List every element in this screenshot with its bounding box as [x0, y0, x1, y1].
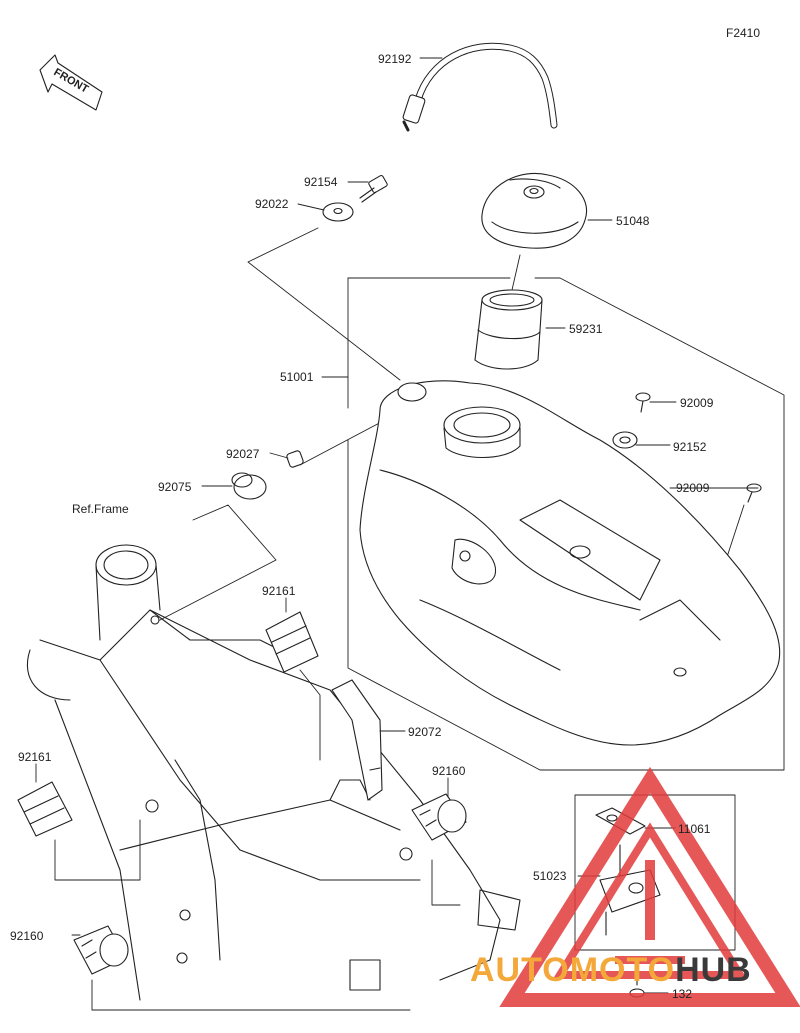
callout-132: 132 [672, 987, 693, 1001]
callout-92161-a: 92161 [262, 584, 296, 598]
callout-51023: 51023 [533, 869, 567, 883]
ref-frame-label: Ref.Frame [72, 502, 129, 516]
figure-code: F2410 [726, 26, 761, 40]
callout-11061: 11061 [678, 822, 711, 836]
callout-92027: 92027 [226, 447, 260, 461]
callout-92075: 92075 [158, 480, 192, 494]
damper-92161-b [17, 781, 73, 837]
band-92072 [331, 679, 383, 801]
callout-92009-b: 92009 [676, 481, 710, 495]
front-arrow-icon [39, 54, 103, 111]
callout-59231: 59231 [569, 322, 603, 336]
washer-92022 [322, 202, 354, 222]
callout-92160-b: 92160 [10, 929, 44, 943]
leader-lines [54, 227, 785, 1011]
callout-92160-a: 92160 [432, 764, 466, 778]
screw-92009-b [746, 483, 762, 503]
grommet-92152 [612, 431, 638, 449]
callout-92072: 92072 [408, 725, 442, 739]
screw-92009-a [635, 392, 651, 413]
callout-92152: 92152 [673, 440, 707, 454]
callout-92192: 92192 [378, 52, 412, 66]
breather-hose [402, 42, 558, 132]
watermark: AUTOMOTOHUB [470, 950, 800, 990]
callout-92009-a: 92009 [680, 396, 714, 410]
watermark-part1: AUTOMOTO [470, 951, 676, 989]
damper-92161-a [265, 611, 319, 673]
callout-92022: 92022 [255, 197, 289, 211]
watermark-part2: HUB [675, 951, 752, 989]
callout-51048: 51048 [616, 214, 650, 228]
fuel-tank [359, 380, 781, 746]
callout-51001: 51001 [280, 370, 314, 384]
fuel-cap [481, 173, 588, 249]
collar-92027 [286, 450, 304, 468]
damper-92160-a [411, 793, 467, 841]
damper-92075 [231, 472, 267, 500]
callout-92154: 92154 [304, 175, 338, 189]
callout-92161-b: 92161 [18, 750, 52, 764]
bolt-92154 [359, 174, 388, 203]
watermark-logo-icon [499, 766, 800, 1007]
filler-neck [474, 289, 543, 370]
damper-92160-b [73, 925, 129, 975]
